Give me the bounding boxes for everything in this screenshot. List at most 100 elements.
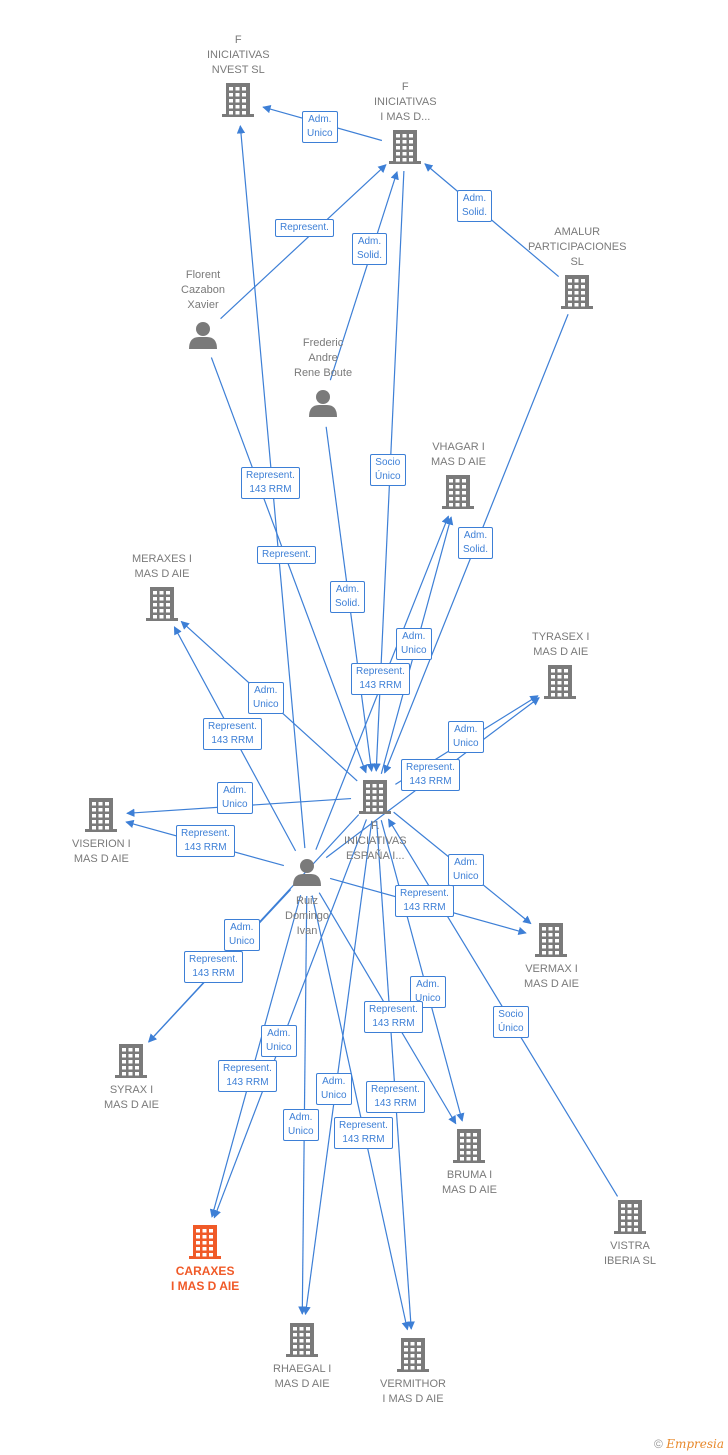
node-label-line: MAS D AIE xyxy=(442,1184,498,1196)
edge-label-fesp-syrax[interactable]: Adm.Unico xyxy=(224,919,260,951)
edge-label-ruiz-syrax[interactable]: Represent.143 RRM xyxy=(184,951,243,983)
person-icon-frederic[interactable] xyxy=(309,390,337,417)
building-icon-amalur[interactable] xyxy=(561,275,593,309)
edge-label-fesp-vermithor[interactable]: Adm.Unico xyxy=(283,1109,319,1141)
edge-label-ruiz-caraxes[interactable]: Represent.143 RRM xyxy=(218,1060,277,1092)
edge-label-frederic-fimd[interactable]: Adm.Solid. xyxy=(352,233,388,265)
edge-label-ruiz-bruma[interactable]: Represent.143 RRM xyxy=(364,1001,423,1033)
node-label-line: Ivan xyxy=(296,925,318,937)
edge-label-fesp-caraxes[interactable]: Adm.Unico xyxy=(261,1025,297,1057)
edge-label-ruiz-vermax[interactable]: Represent.143 RRM xyxy=(395,885,454,917)
edge-label-ruiz-meraxes[interactable]: Represent.143 RRM xyxy=(203,718,262,750)
building-icon-caraxes[interactable] xyxy=(189,1225,221,1259)
edge-label-fesp-vhagar[interactable]: Adm.Unico xyxy=(396,628,432,660)
building-icon-tyrasex[interactable] xyxy=(544,665,576,699)
edge-label-line: Adm. xyxy=(454,724,478,735)
brand-logo[interactable]: Empresia xyxy=(666,1437,724,1451)
building-icon-syrax[interactable] xyxy=(115,1044,147,1078)
edge-label-ruiz-vhagar[interactable]: Represent.143 RRM xyxy=(351,663,410,695)
edge-label-line: Unico xyxy=(307,128,333,139)
node-label-line: VERMAX I xyxy=(525,963,578,975)
building-icon-vhagar[interactable] xyxy=(442,475,474,509)
node-label-line: Xavier xyxy=(187,299,219,311)
building-icon-fimd[interactable] xyxy=(389,130,421,164)
node-label-line: ESPAÑA I... xyxy=(346,850,405,862)
edge-label-fesp-vermax[interactable]: Adm. Unico xyxy=(448,854,484,886)
building-icon-rhaegal[interactable] xyxy=(286,1323,318,1357)
person-icon-florent[interactable] xyxy=(189,322,217,349)
edge-label-fimd-finv[interactable]: Adm.Unico xyxy=(302,111,338,143)
edge-label-line: 143 RRM xyxy=(226,1077,269,1088)
edge-label-line: Adm. xyxy=(254,685,278,696)
node-label-line: F. xyxy=(370,820,380,832)
building-icon-vistra[interactable] xyxy=(614,1200,646,1234)
edge-ruiz-to-vermithor xyxy=(311,895,410,1331)
building-icon-fesp[interactable] xyxy=(359,780,391,814)
node-label-line: INICIATIVAS xyxy=(207,49,270,61)
edge-label-line: Represent. xyxy=(371,1084,420,1095)
building-icon-meraxes[interactable] xyxy=(146,587,178,621)
node-label-line: RHAEGAL I xyxy=(273,1363,332,1375)
edge-label-fesp-meraxes[interactable]: Adm.Unico xyxy=(248,682,284,714)
edge-fesp-to-bruma xyxy=(380,820,465,1122)
building-icon-bruma[interactable] xyxy=(453,1129,485,1163)
edge-label-frederic-fesp[interactable]: Adm. Solid. xyxy=(330,581,366,613)
edge-label-line: Unico xyxy=(415,993,441,1004)
footer: © Empresia xyxy=(654,1437,724,1451)
node-label-line: CARAXES xyxy=(175,1264,235,1278)
edge-label-ruiz-tyrasex[interactable]: Represent.143 RRM xyxy=(401,759,460,791)
edge-label-ruiz-viserion[interactable]: Represent.143 RRM xyxy=(176,825,235,857)
node-label-line: INICIATIVAS xyxy=(374,96,437,108)
node-label-line: Rene Boute xyxy=(294,367,353,379)
edge-label-amalur-fesp[interactable]: Adm.Solid. xyxy=(458,527,494,559)
building-icon-viserion[interactable] xyxy=(85,798,117,832)
edge-label-fesp-rhaegal[interactable]: Adm.Unico xyxy=(316,1073,352,1105)
edge-label-line: Unico xyxy=(321,1090,347,1101)
node-label-line: I MAS D... xyxy=(380,111,431,123)
building-icon-finv[interactable] xyxy=(222,83,254,117)
edge-label-fesp-tyrasex[interactable]: Adm.Unico xyxy=(448,721,484,753)
edge-label-line: Adm. xyxy=(402,631,426,642)
edge-label-line: Único xyxy=(375,471,401,482)
node-label-line: Ruiz xyxy=(296,895,319,907)
edge-label-line: Socio xyxy=(375,457,401,468)
edge-label-fesp-viserion[interactable]: Adm.Unico xyxy=(217,782,253,814)
edge-label-line: Adm. xyxy=(335,584,360,595)
node-label-line: I MAS D AIE xyxy=(171,1279,240,1293)
edge-label-ruiz-finv[interactable]: Represent.143 RRM xyxy=(241,467,300,499)
edge-label-ruiz-rhaegal[interactable]: Represent.143 RRM xyxy=(366,1081,425,1113)
edge-label-line: Solid. xyxy=(335,598,361,609)
edge-label-line: Unico xyxy=(229,936,255,947)
edge-label-amalur-fimd[interactable]: Adm.Solid. xyxy=(457,190,493,222)
node-label-line: VISTRA xyxy=(610,1240,650,1252)
person-icon-ruiz[interactable] xyxy=(293,859,321,886)
edge-label-line: Adm. xyxy=(454,857,478,868)
edge-label-line: Unico xyxy=(453,871,479,882)
node-label-line: SYRAX I xyxy=(109,1084,154,1096)
edge-label-florent-fesp[interactable]: Represent. xyxy=(257,546,316,564)
edge-label-florent-fimd[interactable]: Represent. xyxy=(275,219,334,237)
building-icon-vermithor[interactable] xyxy=(397,1338,429,1372)
building-icon-vermax[interactable] xyxy=(535,923,567,957)
edge-label-ruiz-vermithor[interactable]: Represent.143 RRM xyxy=(334,1117,393,1149)
